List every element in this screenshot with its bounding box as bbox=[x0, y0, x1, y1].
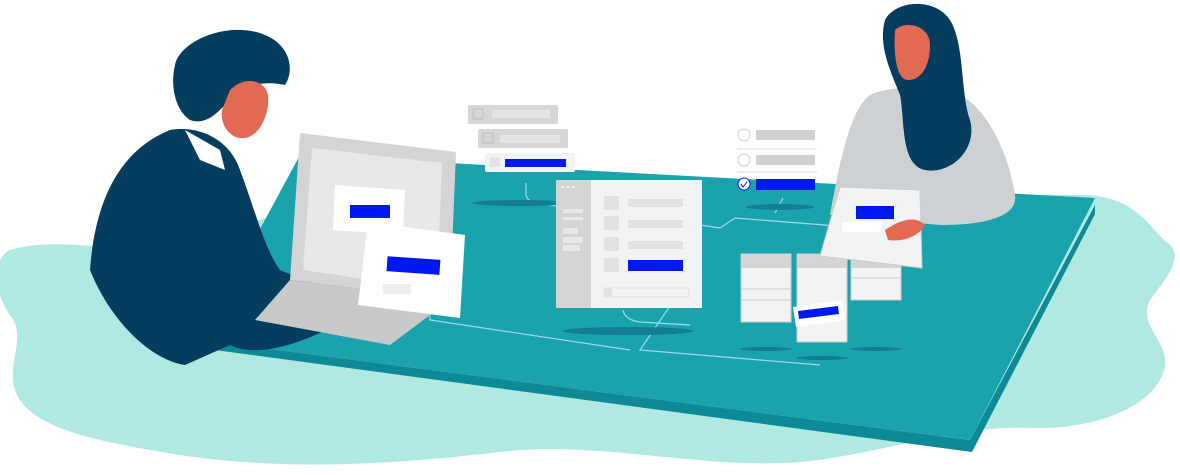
center-window-primary-bar bbox=[628, 260, 683, 271]
floating-menu-cards bbox=[468, 105, 575, 172]
checked-icon bbox=[737, 177, 751, 191]
table-edge bbox=[200, 205, 1095, 452]
selected-menu-bar bbox=[505, 159, 566, 167]
checklist bbox=[737, 128, 817, 191]
woman-figure bbox=[819, 3, 1016, 269]
shadows bbox=[472, 200, 902, 360]
laptop bbox=[255, 133, 465, 345]
center-app-window bbox=[556, 180, 702, 308]
